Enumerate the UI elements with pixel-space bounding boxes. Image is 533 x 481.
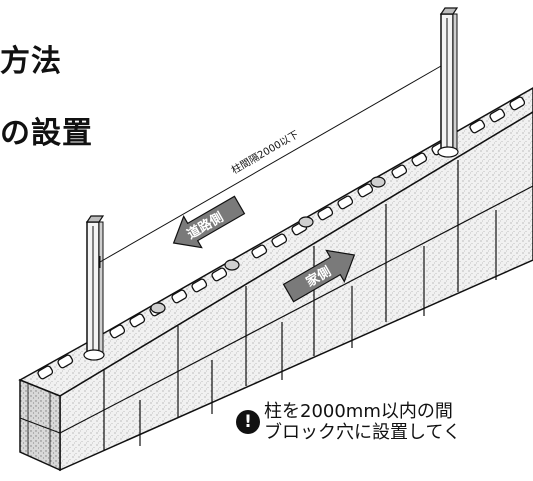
note-line-2: ブロック穴に設置してく — [264, 422, 461, 443]
block-joints — [103, 160, 497, 450]
installation-note: ! 柱を2000mm以内の間 ブロック穴に設置してく — [236, 401, 461, 443]
post-right — [437, 7, 459, 158]
heading-method: 方法 — [0, 44, 62, 79]
course-joint — [59, 185, 533, 434]
post-left — [83, 215, 105, 361]
note-line-1: 柱を2000mm以内の間 — [264, 401, 453, 422]
filled-holes — [150, 176, 386, 314]
span-dimension — [99, 60, 442, 268]
exclamation-icon: ! — [236, 410, 260, 434]
span-label: 柱間隔2000以下 — [229, 128, 301, 177]
note-text: 柱を2000mm以内の間 ブロック穴に設置してく — [264, 401, 461, 443]
heading-installation: の設置 — [0, 116, 93, 151]
road-side-arrow: 道路側 — [172, 195, 246, 249]
